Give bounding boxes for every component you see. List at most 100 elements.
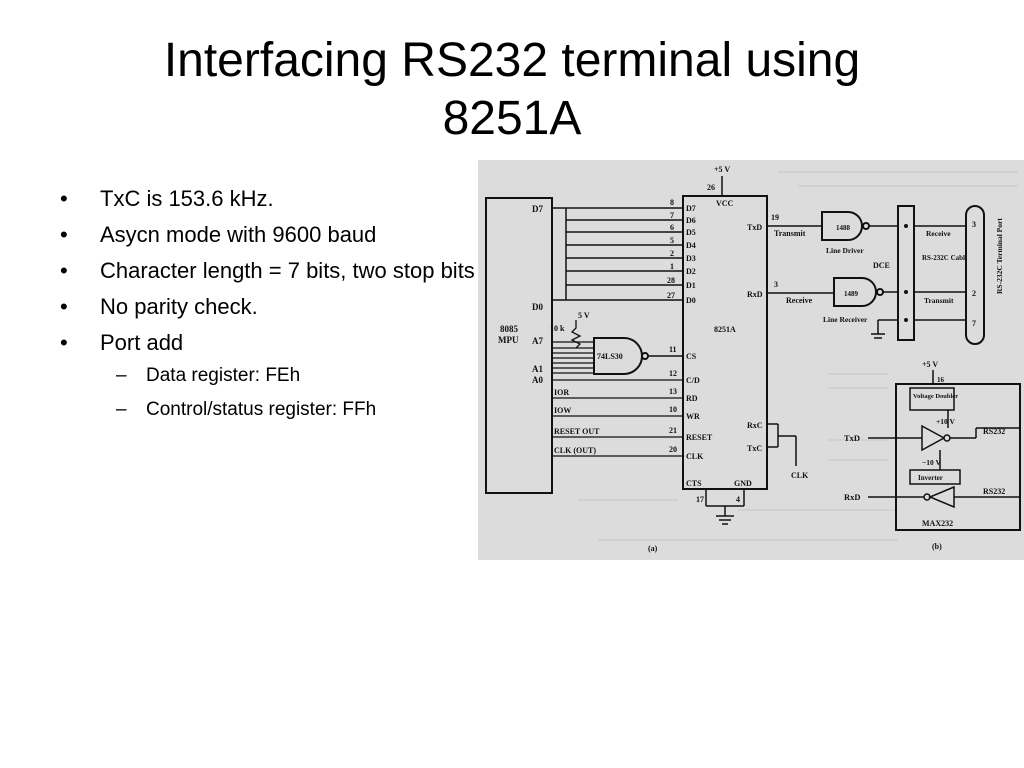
inverter-label: Inverter [918, 474, 943, 482]
pin-number: 17 [696, 495, 704, 504]
circuit-diagram: 8085 MPU D7 D0 A7 A1 A0 IOR IOW RESET OU… [478, 160, 1024, 560]
data-bus [552, 207, 683, 301]
receive-label: Receive [926, 229, 951, 238]
circuit-figure: 8085 MPU D7 D0 A7 A1 A0 IOR IOW RESET OU… [478, 160, 1024, 560]
chip-pin-numbers: 8 7 6 5 2 1 28 27 [667, 198, 675, 300]
line-driver-label: Line Driver [826, 246, 864, 255]
data-pin-label: D1 [686, 281, 696, 290]
terminal-pin-number: 2 [972, 289, 976, 298]
plus10-label: +10 V [936, 417, 956, 426]
terminal-pin-number: 7 [972, 319, 976, 328]
pin-number: 12 [669, 369, 677, 378]
sub-bullet-item: Data register: FEh [116, 364, 500, 388]
bullet-text: Port add [100, 330, 184, 355]
ior-label: IOR [554, 388, 569, 397]
ground-wiring [705, 489, 745, 525]
voltage-doubler-label: Voltage Doubler [913, 393, 958, 400]
rs232-input-label: RS232 [983, 487, 1005, 496]
title-line-1: Interfacing RS232 terminal using [163, 34, 861, 87]
five-volt-label: 5 V [578, 311, 590, 320]
receiver-chip-label: 1489 [844, 290, 859, 298]
inverter-box [909, 469, 961, 485]
d7-label: D7 [532, 204, 543, 214]
cs-pin-label: CS [686, 352, 697, 361]
gate-label: 74LS30 [597, 352, 623, 361]
data-pin-label: D7 [686, 204, 696, 213]
mpu-label: 8085 [500, 324, 519, 334]
chip-8251a [682, 195, 768, 490]
terminal-pins: 3 2 7 [972, 220, 976, 328]
rxd-output-label: RxD [844, 492, 861, 502]
pin-number: 27 [667, 291, 675, 300]
bullet-item: TxC is 153.6 kHz. [60, 186, 500, 212]
rxc-pin-label: RxC [747, 421, 763, 430]
line-receiver-1489 [833, 277, 884, 307]
cts-pin-label: CTS [686, 479, 702, 488]
bullet-item: No parity check. [60, 294, 500, 320]
terminal-port [965, 205, 985, 345]
pin-number: 5 [670, 236, 674, 245]
address-lines [552, 320, 683, 457]
transmit-signal-label: Transmit [774, 229, 806, 238]
mpu-label: MPU [498, 335, 519, 345]
bullet-item: Asycn mode with 9600 baud [60, 222, 500, 248]
serial-wiring [767, 225, 834, 466]
chip-control-pins: 11 CS 12 C/D 13 RD 10 WR 21 RESET 20 CLK… [669, 345, 752, 504]
receive-signal-label: Receive [786, 296, 813, 305]
reset-pin-label: RESET [686, 433, 713, 442]
gnd-pin-label: GND [734, 479, 752, 488]
scan-noise [578, 171, 1018, 541]
vcc-supply-label: +5 V [714, 165, 730, 174]
nand-gate-74ls30 [593, 337, 649, 375]
pin-number: 19 [771, 213, 779, 222]
bullet-item-port-add: Port add Data register: FEh Control/stat… [60, 330, 500, 422]
terminal-pin-number: 3 [972, 220, 976, 229]
resistor-label: 10 k [550, 324, 565, 333]
pin-number: 16 [937, 376, 945, 384]
a1-label: A1 [532, 364, 543, 374]
pin-number: 28 [667, 276, 675, 285]
rd-pin-label: RD [686, 394, 698, 403]
dce-connector-pins [904, 224, 908, 322]
terminal-label: RS-232C Terminal Port [995, 218, 1004, 294]
d0-label: D0 [532, 302, 543, 312]
bullet-item: Character length = 7 bits, two stop bits [60, 258, 500, 284]
voltage-doubler-box [909, 387, 955, 411]
slide-title: Interfacing RS232 terminal using 8251A [0, 32, 1024, 148]
vcc-label: VCC [716, 199, 734, 208]
pin-number: 20 [669, 445, 677, 454]
txd-input-label: TxD [844, 433, 860, 443]
cable-wiring [914, 225, 966, 321]
txc-pin-label: TxC [747, 444, 762, 453]
pin-number: 13 [669, 387, 677, 396]
data-pin-label: D4 [686, 241, 696, 250]
a0-label: A0 [532, 375, 543, 385]
data-pin-label: D0 [686, 296, 696, 305]
data-pin-label: D6 [686, 216, 696, 225]
cable-label: RS-232C Cable [922, 254, 968, 262]
ext-clk-label: CLK [791, 471, 809, 480]
clk-pin-label: CLK [686, 452, 704, 461]
txd-pin-label: TxD [747, 223, 762, 232]
rxd-pin-label: RxD [747, 290, 763, 299]
wr-pin-label: WR [686, 412, 700, 421]
dce-wiring [869, 225, 898, 339]
panel-b-label: (b) [932, 542, 942, 551]
clk-out-label: CLK (OUT) [554, 446, 596, 455]
pin-number: 11 [669, 345, 677, 354]
dce-connector [897, 205, 915, 341]
cd-pin-label: C/D [686, 376, 700, 385]
sub-bullet-item: Control/status register: FFh [116, 398, 500, 422]
pin-number: 1 [670, 262, 674, 271]
pin-number: 6 [670, 223, 674, 232]
mpu-block [485, 197, 553, 494]
data-pin-label: D2 [686, 267, 696, 276]
chip-data-pins: D7 D6 D5 D4 D3 D2 D1 D0 [686, 204, 696, 305]
title-line-2: 8251A [442, 92, 582, 145]
max232-supply-label: +5 V [922, 360, 938, 369]
sub-bullet-list: Data register: FEh Control/status regist… [100, 364, 500, 422]
max232-label: MAX232 [922, 519, 953, 528]
line-receiver-label: Line Receiver [823, 315, 868, 324]
transmit-label: Transmit [924, 296, 954, 305]
chip-name: 8251A [714, 325, 736, 334]
